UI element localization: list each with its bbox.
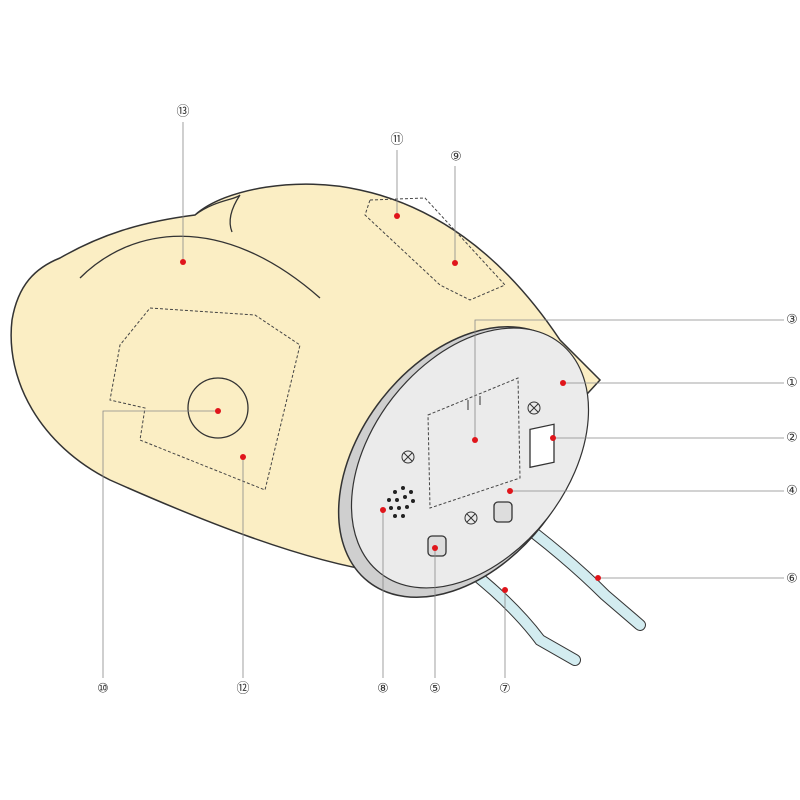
sensor-10: [187, 377, 249, 439]
callout-dots: [180, 213, 601, 593]
callout-dot-4: [507, 488, 513, 494]
callout-label-10: ⑩: [97, 682, 109, 697]
callout-label-7: ⑦: [499, 682, 511, 697]
callout-label-6: ⑥: [786, 572, 798, 587]
callout-dot-9: [452, 260, 458, 266]
callout-label-1: ①: [786, 376, 798, 391]
callout-label-12: ⑫: [236, 682, 249, 697]
body-crease: [79, 235, 321, 299]
connector-4[interactable]: [493, 501, 513, 523]
callout-label-3: ③: [786, 313, 798, 328]
callout-labels: ⑬ ⑪ ⑨ ③ ① ② ④ ⑥ ⑩ ⑫ ⑧ ⑤ ⑦: [97, 105, 798, 697]
control-panel: [337, 326, 590, 598]
display-slot: [467, 396, 481, 410]
power-switch[interactable]: [529, 423, 555, 469]
callout-label-11: ⑪: [390, 133, 403, 148]
callout-dot-1: [560, 380, 566, 386]
callout-label-2: ②: [786, 431, 798, 446]
callout-dot-6: [595, 575, 601, 581]
callout-label-5: ⑤: [429, 682, 441, 697]
callout-dot-13: [180, 259, 186, 265]
display-window: [427, 377, 521, 509]
screw-icon: [401, 401, 541, 525]
callout-dot-2: [550, 435, 556, 441]
callout-dot-11: [394, 213, 400, 219]
leader-lines: [102, 122, 784, 678]
callout-dot-7: [502, 587, 508, 593]
body-crease: [194, 194, 241, 233]
callout-label-13: ⑬: [176, 105, 189, 120]
zone-11-outline: [364, 197, 506, 301]
callout-label-4: ④: [786, 484, 798, 499]
callout-dot-8: [380, 507, 386, 513]
callout-label-8: ⑧: [377, 682, 389, 697]
callout-dot-3: [472, 437, 478, 443]
callout-dot-12: [240, 454, 246, 460]
callout-dot-10: [215, 408, 221, 414]
callout-label-9: ⑨: [450, 150, 462, 165]
speaker-grille-icon: [387, 486, 415, 518]
callout-dot-5: [432, 545, 438, 551]
